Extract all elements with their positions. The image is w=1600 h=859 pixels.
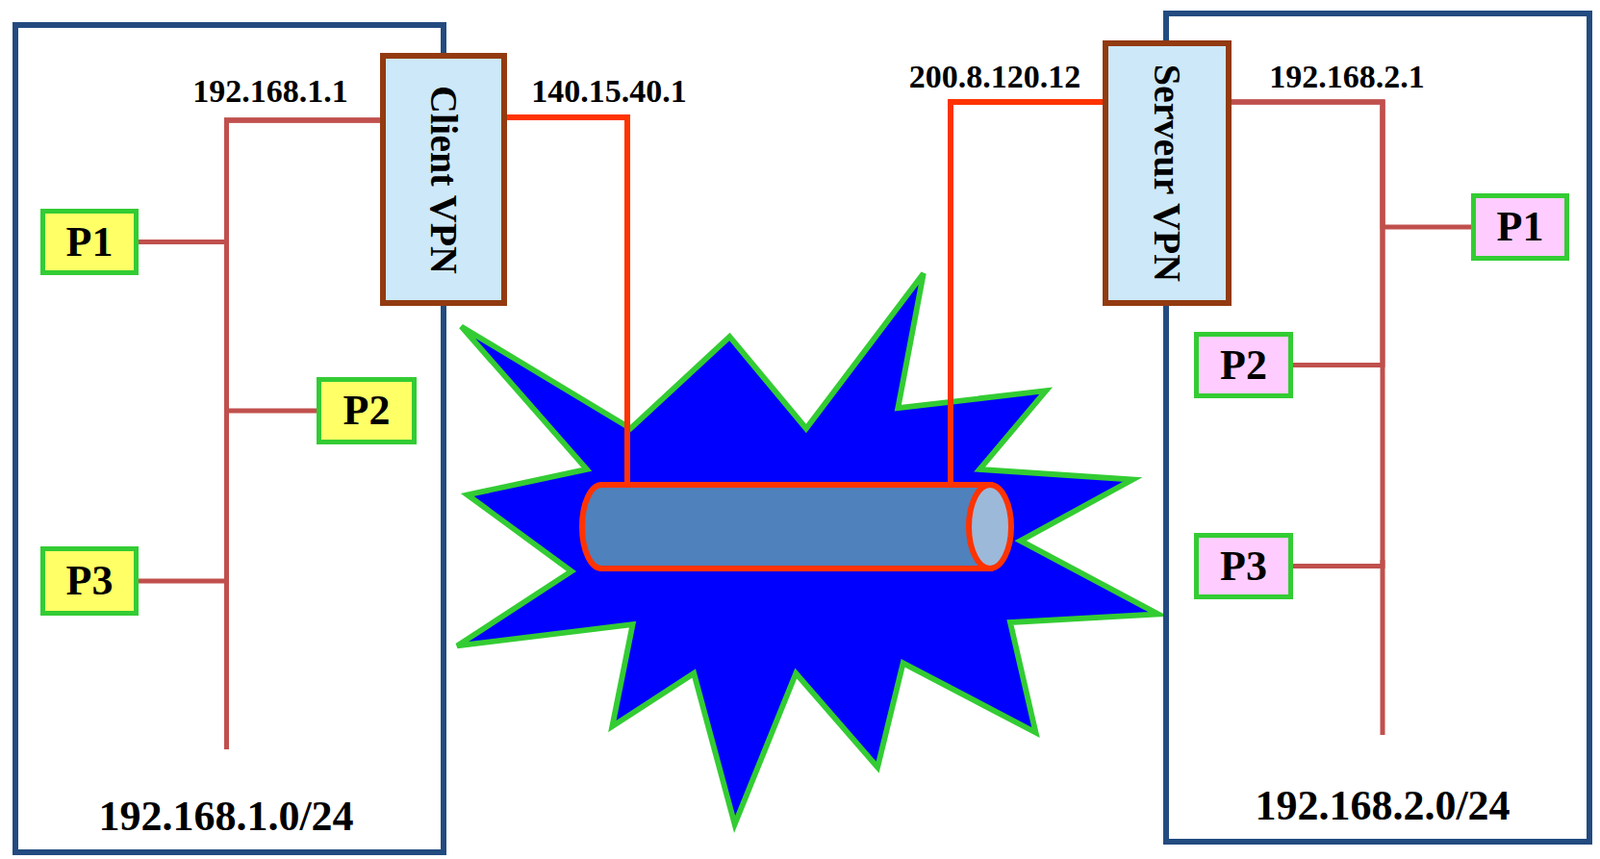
pc-box: P2: [1193, 331, 1294, 399]
pc-box: P3: [40, 546, 139, 616]
pc-label: P2: [343, 389, 391, 432]
internet-cloud: [457, 273, 1159, 825]
lan-link: [138, 120, 381, 582]
lan-link: [1231, 101, 1383, 366]
ip-address: 192.168.1.1: [192, 75, 349, 108]
internet-star: [457, 273, 1159, 825]
pc-box: P1: [40, 208, 139, 276]
pc-box: P1: [1471, 193, 1570, 261]
pc-label: P3: [1219, 545, 1268, 588]
network-address: 192.168.1.0/24: [98, 795, 354, 839]
vpn-tunnel-link: [507, 101, 1103, 485]
pc-label: P1: [66, 221, 114, 264]
lan-link: [227, 120, 381, 411]
lan-link: [1231, 101, 1472, 228]
pc-label: P1: [1497, 205, 1545, 249]
vpn-box: Client VPN: [380, 52, 508, 306]
pc-label: P2: [1219, 344, 1268, 387]
vpn-label: Serveur VPN: [1147, 64, 1187, 282]
pc-box: P2: [316, 377, 417, 445]
network-address: 192.168.2.0/24: [1254, 785, 1510, 828]
ip-address: 192.168.2.1: [1269, 60, 1425, 94]
pc-label: P3: [66, 559, 114, 603]
pc-box: P3: [1193, 533, 1294, 600]
ip-address: 140.15.40.1: [531, 75, 687, 108]
tunnel-cylinder: [582, 484, 1012, 569]
tunnel-body: [582, 484, 991, 569]
bus-line: [224, 577, 229, 750]
bus-line: [1380, 559, 1386, 736]
tunnel-end: [968, 484, 1012, 569]
vpn-box: Serveur VPN: [1102, 40, 1232, 306]
vpn-label: Client VPN: [424, 85, 463, 275]
ip-address: 200.8.120.12: [909, 60, 1082, 94]
lan-link: [138, 120, 381, 243]
